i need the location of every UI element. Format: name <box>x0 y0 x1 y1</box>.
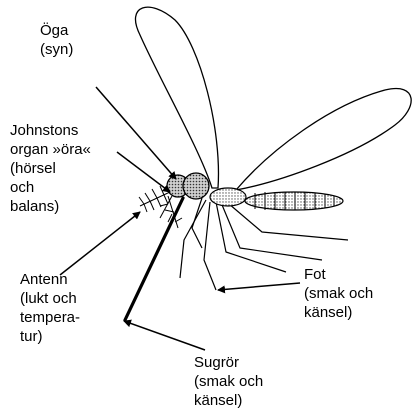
mosquito-abdomen <box>245 192 343 210</box>
proboscis-label-line: Sugrör <box>194 353 263 372</box>
johnston-pointer <box>117 152 170 192</box>
foot-label-line: (smak och <box>304 284 373 303</box>
antenna-pointer <box>60 212 140 275</box>
eye-pointer <box>96 87 176 179</box>
johnstons-organ-label-line: Johnstons <box>10 121 91 140</box>
eye-label-line: (syn) <box>40 40 73 59</box>
eye-label: Öga (syn) <box>40 21 73 59</box>
foot-pointer <box>218 283 300 290</box>
foot-label: Fot (smak och känsel) <box>304 265 373 322</box>
eye-label-line: Öga <box>40 21 73 40</box>
foot-label-line: känsel) <box>304 303 373 322</box>
antenna-label-line: (lukt och <box>20 289 80 308</box>
pointer-lines <box>60 87 300 350</box>
compound-eye-right <box>183 173 209 199</box>
mosquito-thorax <box>210 188 246 206</box>
proboscis-label-line: känsel) <box>194 391 263 410</box>
proboscis-label: Sugrör (smak och känsel) <box>194 353 263 410</box>
antenna-label: Antenn (lukt och tempera- tur) <box>20 270 80 346</box>
upper-wing <box>135 7 218 188</box>
johnstons-organ-label-line: organ »öra« <box>10 140 91 159</box>
johnstons-organ-label: Johnstons organ »öra« (hörsel och balans… <box>10 121 91 216</box>
antenna-label-line: Antenn <box>20 270 80 289</box>
johnstons-organ-label-line: balans) <box>10 197 91 216</box>
proboscis-label-line: (smak och <box>194 372 263 391</box>
foot-label-line: Fot <box>304 265 373 284</box>
johnstons-organ-label-line: (hörsel <box>10 159 91 178</box>
right-wing <box>236 89 411 190</box>
mosquito-wings <box>135 7 411 190</box>
antenna-label-line: tur) <box>20 327 80 346</box>
proboscis-pointer <box>124 321 205 350</box>
antenna-label-line: tempera- <box>20 308 80 327</box>
johnstons-organ-label-line: och <box>10 178 91 197</box>
